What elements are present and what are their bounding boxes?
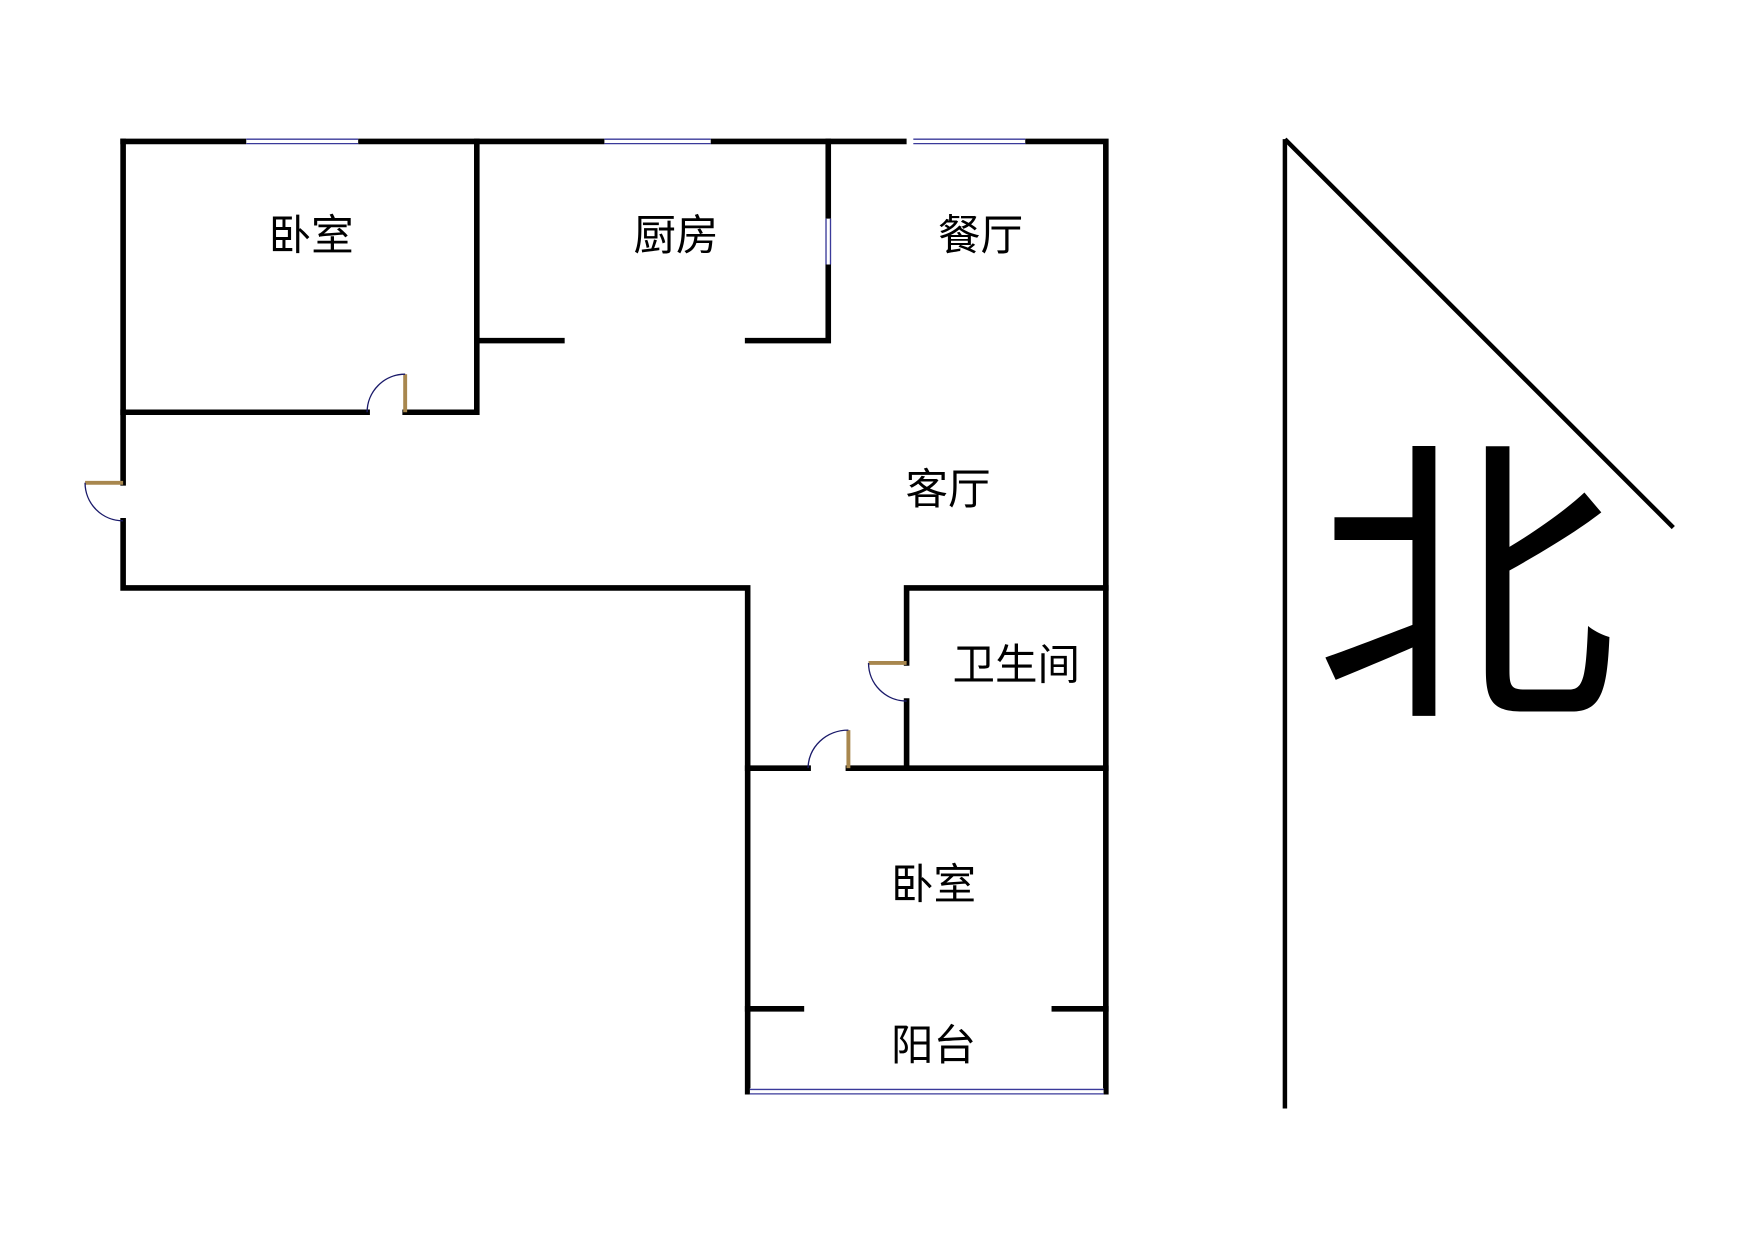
door-bedroom-2	[807, 729, 851, 769]
north-label: 北	[1315, 414, 1617, 766]
room-label-bedroom-1: 卧室	[269, 212, 354, 261]
room-label-bedroom-2: 卧室	[891, 861, 976, 910]
window-kitchen-side	[824, 218, 832, 265]
window-kitchen	[604, 138, 711, 145]
room-label-living: 客厅	[905, 466, 990, 515]
door-bathroom	[867, 661, 907, 702]
room-label-dining: 餐厅	[938, 212, 1023, 261]
room-label-kitchen: 厨房	[634, 212, 719, 261]
north-compass: 北	[1282, 137, 1675, 1109]
compass-diagonal-line	[1283, 137, 1675, 530]
window-balcony	[749, 1088, 1104, 1096]
windows	[246, 138, 1104, 1096]
walls	[120, 138, 1109, 1095]
window-bedroom-1	[246, 138, 359, 145]
doors	[84, 373, 907, 769]
room-label-bathroom: 卫生间	[953, 642, 1081, 691]
door-bedroom-1	[366, 373, 408, 413]
room-labels: 卧室 厨房 餐厅 客厅 卫生间 卧室 阳台	[269, 212, 1080, 1071]
window-dining	[906, 138, 1026, 145]
room-label-balcony: 阳台	[891, 1022, 976, 1071]
door-entrance	[84, 480, 124, 522]
